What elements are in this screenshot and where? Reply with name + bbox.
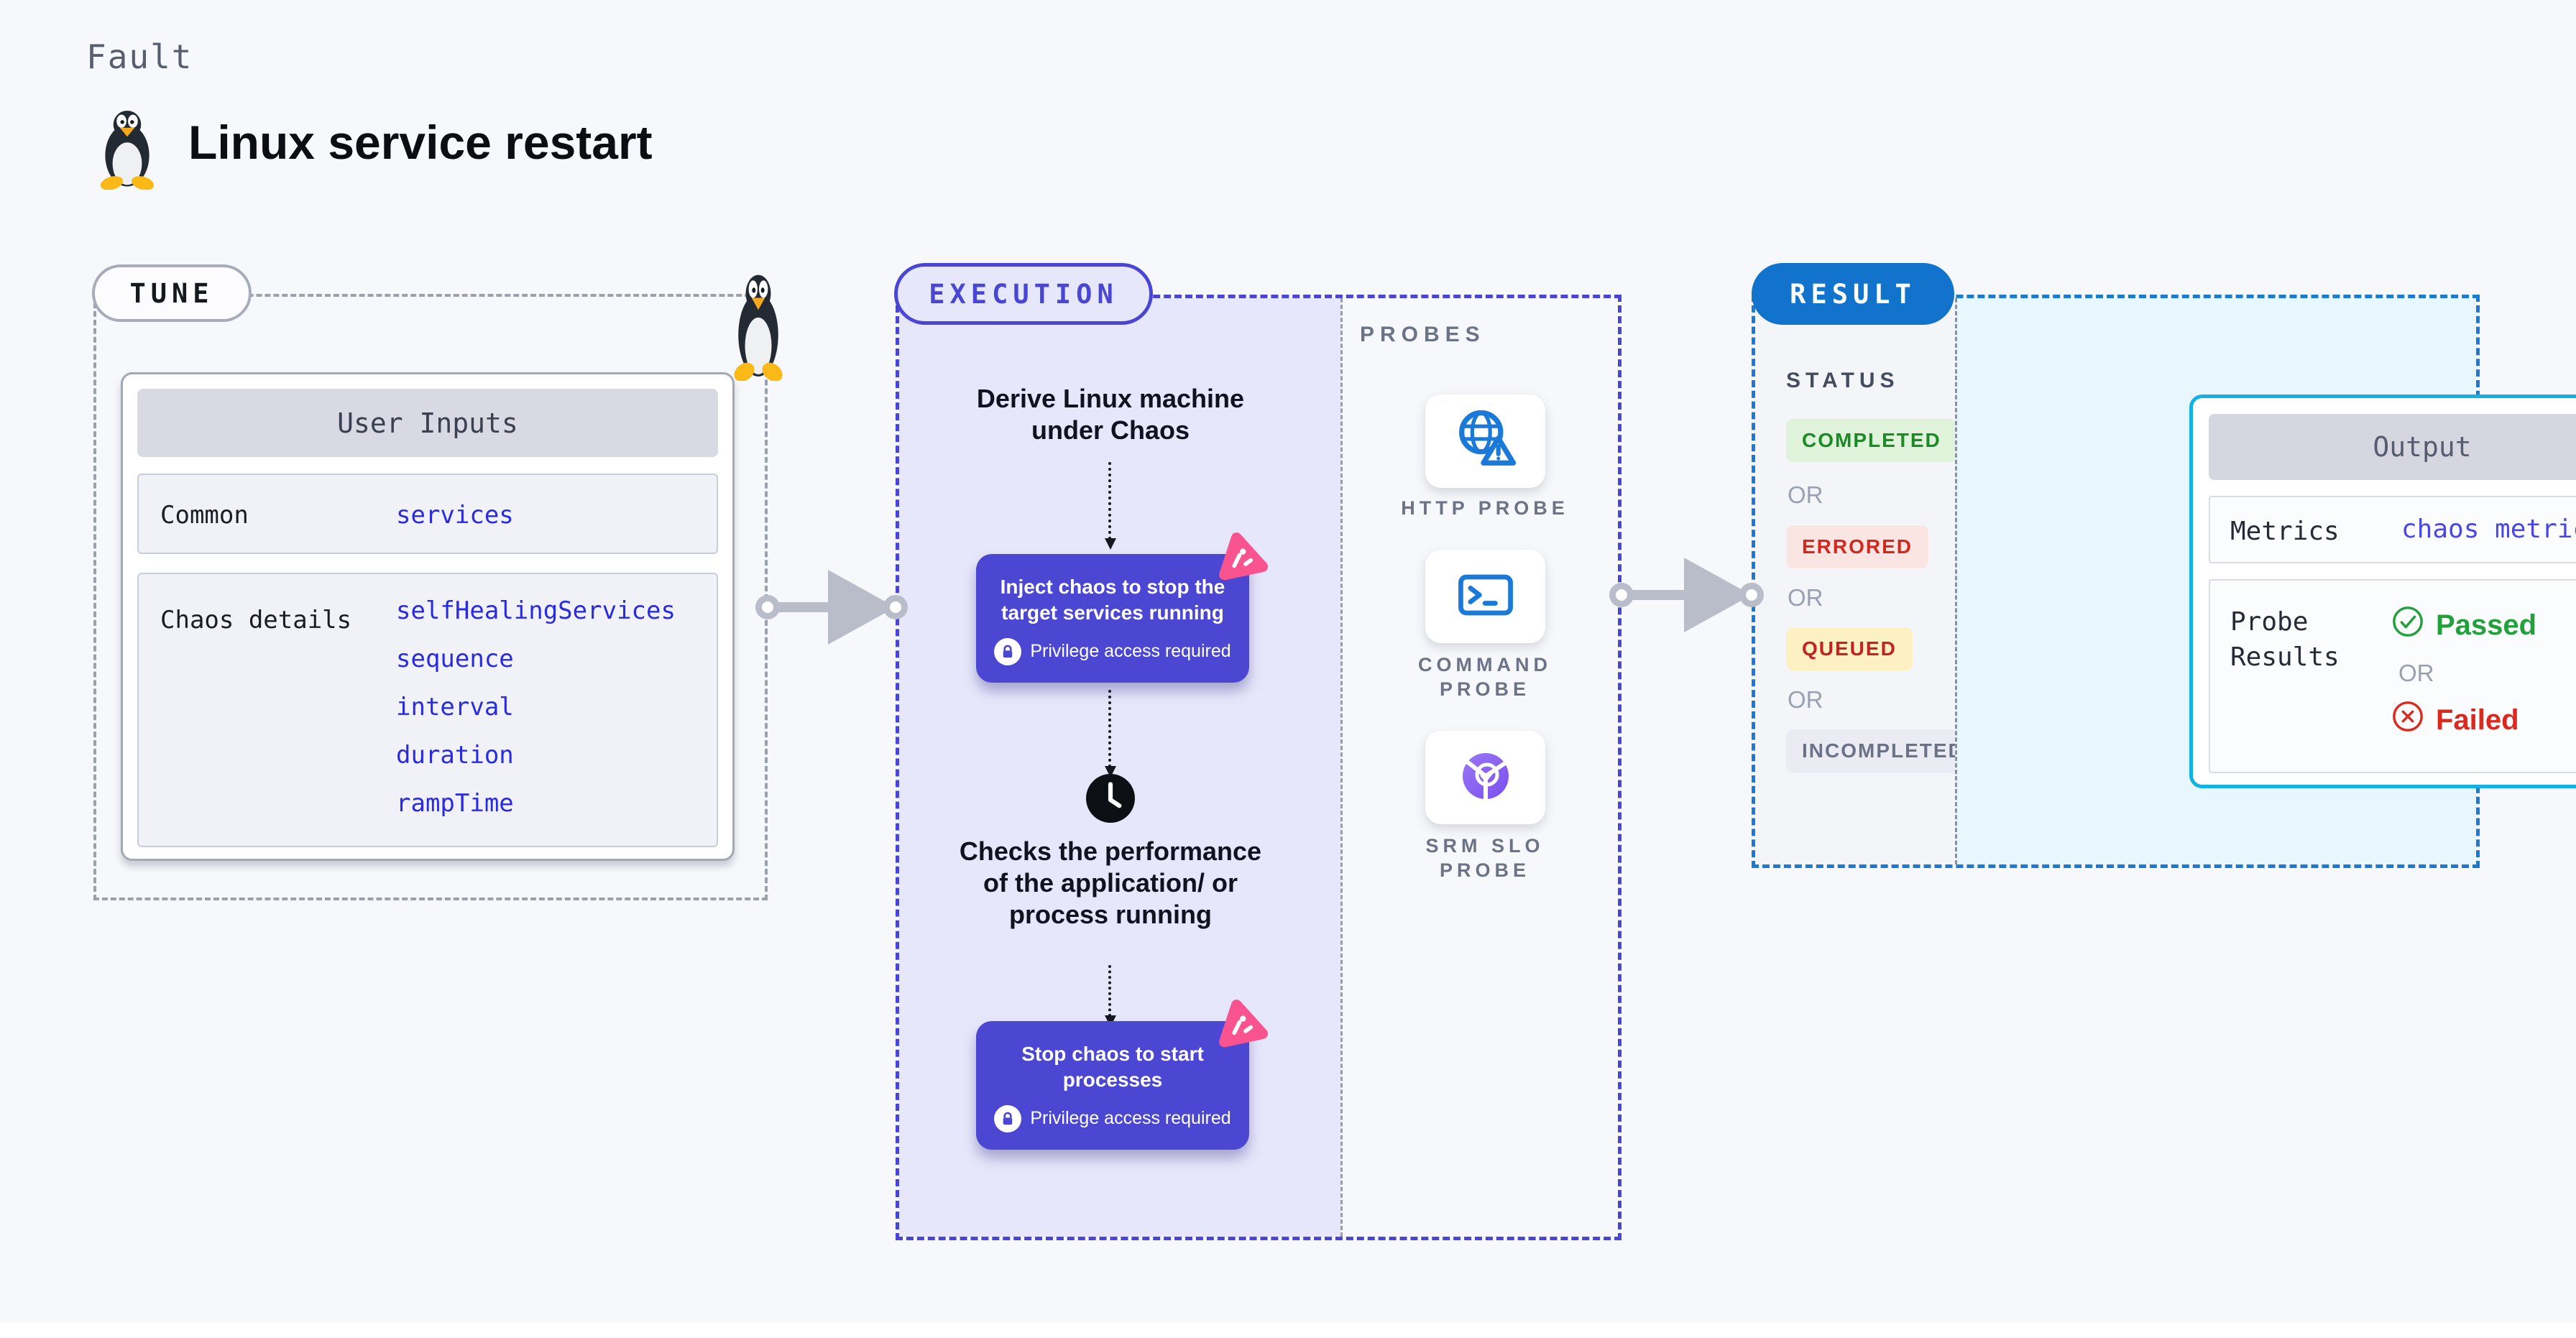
or-separator: OR (1788, 686, 1823, 713)
or-separator: OR (1788, 481, 1823, 508)
output-card: Output Metrics chaos metrics Probe Resul… (2189, 395, 2576, 788)
metrics-row: Metrics chaos metrics (2209, 496, 2576, 563)
privilege-note: Privilege access required (986, 637, 1239, 665)
action-inject-chaos: Inject chaos to stop the target services… (976, 532, 1269, 683)
lock-icon (994, 1104, 1022, 1132)
flow-arrow-down-icon (1105, 690, 1116, 778)
fault-kicker: Fault (86, 37, 193, 76)
input-value: duration (396, 741, 514, 770)
result-section: STATUS COMPLETED OR ERRORED OR QUEUED OR… (1752, 295, 2576, 868)
terminal-icon (1451, 560, 1520, 633)
connector-dot (755, 595, 780, 619)
probe-card-command (1425, 550, 1545, 643)
execution-badge: EXECUTION (894, 263, 1153, 325)
output-title: Output (2209, 414, 2576, 480)
execution-section: Derive Linux machine under Chaos Inject … (896, 295, 1622, 1240)
probe-card-srm-slo (1425, 731, 1545, 824)
arrow-execution-to-result (1609, 555, 1764, 635)
probes-label: PROBES (1360, 323, 1486, 346)
tux-corner-icon (732, 267, 785, 382)
input-value: interval (396, 693, 514, 721)
flow-arrow-down-icon (1105, 462, 1116, 550)
input-value: selfHealingServices (396, 596, 676, 625)
action-text: Stop chaos to start processes (1021, 1043, 1204, 1092)
x-circle-icon (2391, 700, 2424, 740)
status-badge-incompleted: INCOMPLETED (1786, 729, 1980, 772)
status-badge-completed: COMPLETED (1786, 419, 1957, 462)
slo-pie-icon (1450, 740, 1522, 816)
probe-label-srm-slo: SRM SLO PROBE (1425, 835, 1545, 881)
probe-label-command: COMMAND PROBE (1418, 654, 1552, 700)
status-badge-queued: QUEUED (1786, 627, 1913, 670)
failed-text: Failed (2436, 703, 2519, 736)
linux-tux-icon (98, 105, 157, 190)
globe-alert-icon (1448, 402, 1523, 481)
input-row-label: Chaos details (160, 606, 352, 635)
passed-text: Passed (2436, 609, 2537, 641)
metrics-value: chaos metrics (2401, 515, 2576, 544)
action-text: Inject chaos to stop the target services… (1000, 576, 1225, 624)
input-row-chaos-details: Chaos details selfHealingServices sequen… (137, 573, 718, 847)
input-value: rampTime (396, 789, 514, 818)
connector-dot (1609, 583, 1634, 607)
result-badge: RESULT (1752, 263, 1954, 325)
privilege-text: Privilege access required (1030, 1108, 1231, 1129)
probe-label-http: HTTP PROBE (1401, 497, 1569, 519)
chaos-detail-values: selfHealingServices sequence interval du… (396, 587, 676, 828)
chaos-logo-icon (1205, 521, 1276, 593)
action-stop-chaos: Stop chaos to start processes Privilege … (976, 1000, 1269, 1150)
flow-arrow-down-icon (1105, 965, 1116, 1027)
connector-dot (883, 595, 908, 619)
input-value: sequence (396, 645, 514, 673)
verdict-passed: Passed (2391, 605, 2536, 645)
lock-icon (994, 637, 1022, 665)
bottom-strip (0, 1322, 2576, 1338)
output-area: Output Metrics chaos metrics Probe Resul… (1955, 298, 2576, 864)
privilege-note: Privilege access required (986, 1104, 1239, 1132)
user-inputs-title: User Inputs (137, 389, 718, 457)
tune-badge: TUNE (92, 264, 252, 322)
clock-icon (1086, 774, 1135, 823)
status-label: STATUS (1786, 369, 1900, 392)
check-circle-icon (2391, 605, 2424, 645)
probe-results-label: Probe Results (2230, 607, 2340, 672)
status-badge-errored: ERRORED (1786, 525, 1929, 568)
user-inputs-card: User Inputs Common services Chaos detail… (121, 372, 735, 861)
or-separator: OR (2398, 660, 2434, 686)
arrow-tune-to-execution (755, 568, 908, 647)
input-row-label: Common (160, 501, 249, 530)
connector-dot (1739, 583, 1764, 607)
input-value: services (396, 501, 514, 530)
input-row-common: Common services (137, 474, 718, 554)
probe-results-row: Probe Results Passed OR (2209, 579, 2576, 773)
step-checks-text: Checks the performance of the applicatio… (959, 836, 1262, 929)
metrics-label: Metrics (2230, 517, 2340, 546)
privilege-text: Privilege access required (1030, 641, 1231, 662)
probes-section: PROBES HTTP PROBE (1340, 298, 1618, 1237)
status-column: STATUS COMPLETED OR ERRORED OR QUEUED OR… (1755, 298, 1980, 864)
verdict-failed: Failed (2391, 700, 2519, 740)
probe-card-http (1425, 395, 1545, 488)
chaos-logo-icon (1205, 988, 1276, 1060)
page-title: Linux service restart (188, 116, 653, 169)
or-separator: OR (1788, 584, 1823, 611)
step-derive-text: Derive Linux machine under Chaos (976, 384, 1245, 445)
